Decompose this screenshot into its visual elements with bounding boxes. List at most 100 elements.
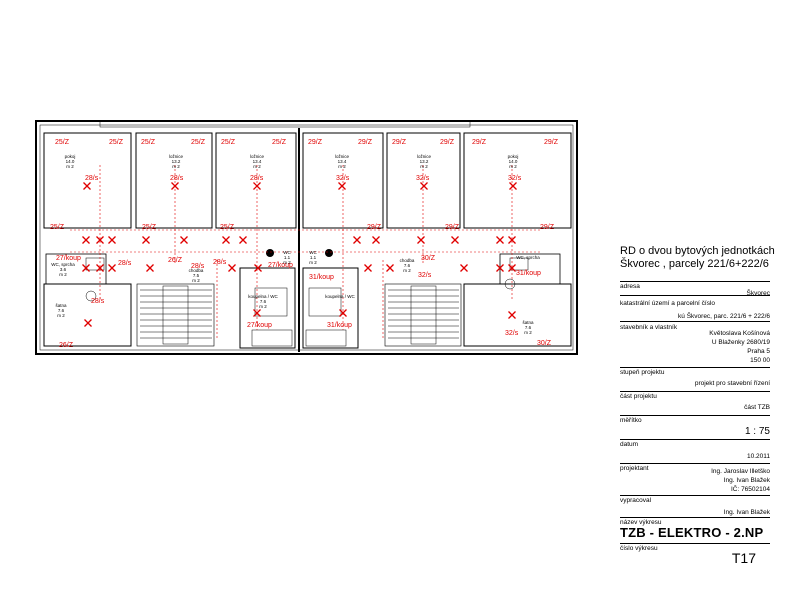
- room-area: 14.0: [509, 159, 518, 164]
- room-unit: m 2: [57, 313, 65, 318]
- light-fixture-mark: [96, 236, 104, 244]
- room-unit: m 2: [192, 278, 200, 283]
- room-area: 13.2: [420, 159, 429, 164]
- outlet-label: 32/s: [416, 175, 430, 182]
- outlet-label: 25/Z: [50, 224, 65, 231]
- sheet-number-row: číslo výkresu T17: [620, 543, 770, 570]
- room-area: 7.5: [193, 273, 200, 278]
- svg-text:koupelna / WC: koupelna / WC: [325, 294, 355, 299]
- room-name: ložnice: [335, 154, 350, 159]
- light-fixture-mark: [372, 236, 380, 244]
- room-name: WC: [283, 250, 291, 255]
- outlet-label: 31/koup: [327, 322, 352, 329]
- owner-line: 150 00: [750, 357, 770, 364]
- light-fixture-mark: [239, 236, 247, 244]
- room-area: 7.6: [404, 263, 411, 268]
- light-fixture-mark: [253, 182, 261, 190]
- light-fixture-mark: [84, 319, 92, 327]
- light-fixtures: [82, 182, 517, 327]
- bottom-rooms: [43, 249, 572, 349]
- outlet-label: 28/s: [213, 259, 227, 266]
- light-fixture-mark: [253, 309, 261, 317]
- room-unit: m 2: [509, 164, 517, 169]
- outlet-label: 27/koup: [56, 255, 81, 262]
- stage-row: stupeň projektu projekt pro stavební říz…: [620, 367, 770, 392]
- room-area: 13.4: [253, 159, 262, 164]
- outlet-label: 28/s: [191, 263, 205, 270]
- outlet-label: 25/Z: [272, 139, 287, 146]
- outlet-label: 29/Z: [308, 139, 323, 146]
- room-name: WC, sprcha: [516, 255, 540, 260]
- light-fixture-mark: [108, 264, 116, 272]
- outlet-label: 27/koup: [247, 322, 272, 329]
- room-name: ložnice: [417, 154, 432, 159]
- svg-text:WC, sprcha: WC, sprcha: [516, 255, 540, 260]
- address-row: adresa Škvorec: [620, 281, 770, 297]
- light-fixture-mark: [460, 264, 468, 272]
- designer-line: Ing. Ivan Blažek: [723, 477, 770, 484]
- circuit-lines: [70, 165, 540, 340]
- light-fixture-mark: [353, 236, 361, 244]
- outlet-label: 27/koup: [268, 262, 293, 269]
- cadastre-row: katastrální území a parcelní číslo kú Šk…: [620, 295, 770, 324]
- outlet-label: 25/Z: [55, 139, 70, 146]
- svg-text:WC1.1m 2: WC1.1m 2: [283, 250, 291, 265]
- light-fixture-mark: [509, 182, 517, 190]
- room-name: WC, sprcha: [51, 262, 75, 267]
- room-name: koupelna / WC: [248, 294, 278, 299]
- light-fixture-mark: [171, 182, 179, 190]
- outlet-label: 30/Z: [537, 340, 552, 347]
- outlet-label: 28/s: [91, 298, 105, 305]
- outlet-label: 32/s: [508, 175, 522, 182]
- staircases: [140, 285, 459, 345]
- room-name: WC: [309, 250, 317, 255]
- outer-wall: [35, 120, 578, 355]
- room-name: ložnice: [250, 154, 265, 159]
- outlet-label: 26/Z: [168, 257, 183, 264]
- room-unit: m 2: [524, 330, 532, 335]
- outlet-label: 28/s: [118, 260, 132, 267]
- light-fixture-mark: [496, 264, 504, 272]
- room-area: 7.6: [525, 325, 532, 330]
- outlet-label: 32/s: [336, 175, 350, 182]
- outlet-label: 30/Z: [421, 255, 436, 262]
- cadastre-value: kú Škvorec, parc. 221/6 + 222/6: [678, 313, 770, 320]
- outlet-label: 25/Z: [191, 139, 206, 146]
- sheet-name-row: název výkresu TZB - ELEKTRO - 2.NP: [620, 517, 770, 542]
- light-fixture-mark: [108, 236, 116, 244]
- part-row: část projektu část TZB: [620, 391, 770, 416]
- room-area: 13.4: [338, 159, 347, 164]
- light-fixture-mark: [417, 236, 425, 244]
- outlet-label: 32/s: [505, 330, 519, 337]
- outlet-label: 29/Z: [544, 139, 559, 146]
- svg-text:koupelna / WC7.6m 2: koupelna / WC7.6m 2: [248, 294, 278, 309]
- part-label: část projektu: [620, 393, 657, 400]
- stage-value: projekt pro stavební řízení: [694, 380, 770, 387]
- outlet-label: 29/Z: [392, 139, 407, 146]
- light-fixture-mark: [451, 236, 459, 244]
- outlet-label: 31/koup: [516, 270, 541, 277]
- outlet-labels: 25/Z 25/Z 25/Z 25/Z 25/Z 25/Z 29/Z 29/Z …: [50, 139, 559, 349]
- light-fixture-mark: [420, 182, 428, 190]
- light-fixture-mark: [142, 236, 150, 244]
- scale-label: měřítko: [620, 417, 642, 424]
- owner-line: U Blaženky 2680/19: [711, 339, 770, 346]
- light-fixture-mark: [82, 236, 90, 244]
- scale-value: 1 : 75: [744, 426, 770, 437]
- date-label: datum: [620, 441, 639, 448]
- room-unit: m 2: [59, 272, 67, 277]
- sheet-name-label: název výkresu: [620, 519, 662, 526]
- light-fixture-mark: [222, 236, 230, 244]
- light-fixture-mark: [508, 264, 516, 272]
- project-title: RD o dvou bytových jednotkách Škvorec , …: [620, 245, 780, 271]
- address-value: Škvorec: [746, 290, 770, 297]
- light-fixture-mark: [364, 264, 372, 272]
- project-title-line-1: RD o dvou bytových jednotkách: [620, 245, 775, 257]
- owner-line: Květoslava Košínová: [709, 330, 770, 337]
